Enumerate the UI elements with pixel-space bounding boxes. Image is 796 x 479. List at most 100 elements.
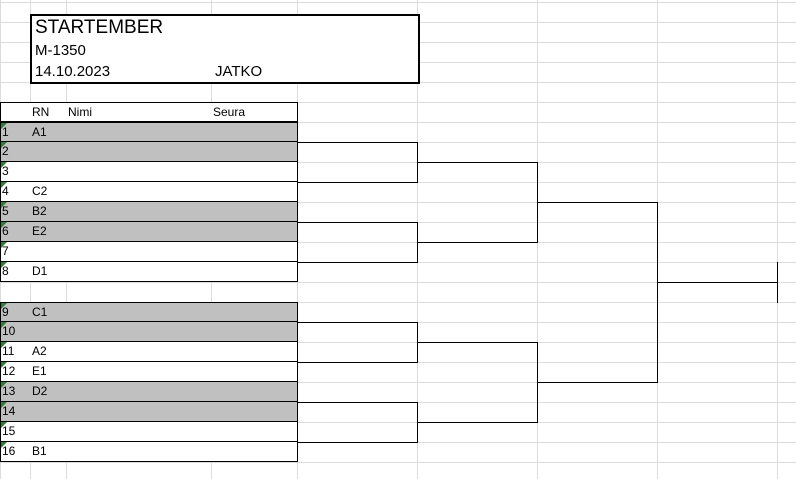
bracket-line — [297, 182, 418, 183]
bracket-line — [417, 242, 538, 243]
header-cell-seura[interactable]: Seura — [211, 102, 298, 122]
comment-indicator-icon — [1, 322, 7, 328]
club-cell[interactable] — [211, 182, 298, 202]
row-number-cell[interactable]: 13 — [0, 382, 31, 402]
grid-column-line — [777, 0, 778, 479]
club-cell[interactable] — [211, 302, 298, 322]
club-cell[interactable] — [211, 242, 298, 262]
tournament-title: STARTEMBER — [35, 17, 164, 38]
bracket-line — [417, 422, 538, 423]
bracket-line — [537, 202, 658, 203]
club-cell[interactable] — [211, 262, 298, 282]
row-number-cell[interactable]: 7 — [0, 242, 31, 262]
seed-cell[interactable]: C1 — [30, 302, 67, 322]
bracket-line — [297, 262, 418, 263]
seed-cell[interactable]: E1 — [30, 362, 67, 382]
row-number-cell[interactable]: 6 — [0, 222, 31, 242]
row-number-cell[interactable]: 12 — [0, 362, 31, 382]
comment-indicator-icon — [1, 442, 7, 448]
header-cell-index[interactable] — [0, 102, 31, 122]
seed-cell[interactable]: E2 — [30, 222, 67, 242]
header-cell-rn[interactable]: RN — [30, 102, 67, 122]
competition-phase: JATKO — [215, 63, 263, 80]
seed-cell[interactable] — [30, 402, 67, 422]
row-number-cell[interactable]: 4 — [0, 182, 31, 202]
row-number-cell[interactable]: 9 — [0, 302, 31, 322]
name-cell[interactable] — [66, 302, 212, 322]
comment-indicator-icon — [1, 123, 7, 129]
row-number-cell[interactable]: 14 — [0, 402, 31, 422]
row-number: 6 — [2, 224, 9, 238]
name-cell[interactable] — [66, 242, 212, 262]
name-cell[interactable] — [66, 262, 212, 282]
club-cell[interactable] — [211, 442, 298, 462]
row-number-cell[interactable]: 16 — [0, 442, 31, 462]
seed-cell[interactable] — [30, 322, 67, 342]
row-number-cell[interactable]: 10 — [0, 322, 31, 342]
comment-indicator-icon — [1, 382, 7, 388]
club-cell[interactable] — [211, 202, 298, 222]
seed-cell[interactable] — [30, 422, 67, 442]
comment-indicator-icon — [1, 262, 7, 268]
name-cell[interactable] — [66, 402, 212, 422]
name-cell[interactable] — [66, 162, 212, 182]
competition-date: 14.10.2023 — [35, 63, 111, 80]
row-number: 9 — [2, 305, 9, 319]
bracket-final-marker — [777, 262, 778, 303]
bracket-line — [417, 162, 538, 163]
seed-cell[interactable] — [30, 162, 67, 182]
bracket-line — [297, 142, 418, 143]
row-number: 2 — [2, 144, 9, 158]
name-cell[interactable] — [66, 182, 212, 202]
bracket-line — [657, 282, 778, 283]
name-cell[interactable] — [66, 142, 212, 162]
name-cell[interactable] — [66, 202, 212, 222]
seed-cell[interactable]: D2 — [30, 382, 67, 402]
competition-class: M-1350 — [35, 42, 86, 59]
bracket-line — [537, 382, 658, 383]
name-cell[interactable] — [66, 322, 212, 342]
seed-cell[interactable]: B1 — [30, 442, 67, 462]
name-cell[interactable] — [66, 222, 212, 242]
club-cell[interactable] — [211, 322, 298, 342]
seed-cell[interactable] — [30, 142, 67, 162]
row-number: 1 — [2, 125, 9, 139]
seed-cell[interactable] — [30, 242, 67, 262]
row-number-cell[interactable]: 3 — [0, 162, 31, 182]
name-cell[interactable] — [66, 342, 212, 362]
comment-indicator-icon — [1, 362, 7, 368]
seed-cell[interactable]: A2 — [30, 342, 67, 362]
comment-indicator-icon — [1, 202, 7, 208]
seed-cell[interactable]: A1 — [30, 122, 67, 142]
name-cell[interactable] — [66, 122, 212, 142]
comment-indicator-icon — [1, 303, 7, 309]
seed-cell[interactable]: D1 — [30, 262, 67, 282]
club-cell[interactable] — [211, 402, 298, 422]
club-cell[interactable] — [211, 422, 298, 442]
row-number-cell[interactable]: 11 — [0, 342, 31, 362]
row-number-cell[interactable]: 15 — [0, 422, 31, 442]
name-cell[interactable] — [66, 382, 212, 402]
club-cell[interactable] — [211, 362, 298, 382]
row-number-cell[interactable]: 1 — [0, 122, 31, 142]
club-cell[interactable] — [211, 162, 298, 182]
seed-cell[interactable]: C2 — [30, 182, 67, 202]
row-number-cell[interactable]: 5 — [0, 202, 31, 222]
seed-cell[interactable]: B2 — [30, 202, 67, 222]
header-cell-nimi[interactable]: Nimi — [66, 102, 212, 122]
comment-indicator-icon — [1, 242, 7, 248]
comment-indicator-icon — [1, 402, 7, 408]
row-number-cell[interactable]: 2 — [0, 142, 31, 162]
name-cell[interactable] — [66, 362, 212, 382]
row-number-cell[interactable]: 8 — [0, 262, 31, 282]
club-cell[interactable] — [211, 382, 298, 402]
bracket-line — [657, 202, 658, 383]
club-cell[interactable] — [211, 122, 298, 142]
name-cell[interactable] — [66, 442, 212, 462]
club-cell[interactable] — [211, 222, 298, 242]
row-number: 5 — [2, 204, 9, 218]
comment-indicator-icon — [1, 142, 7, 148]
name-cell[interactable] — [66, 422, 212, 442]
club-cell[interactable] — [211, 142, 298, 162]
club-cell[interactable] — [211, 342, 298, 362]
